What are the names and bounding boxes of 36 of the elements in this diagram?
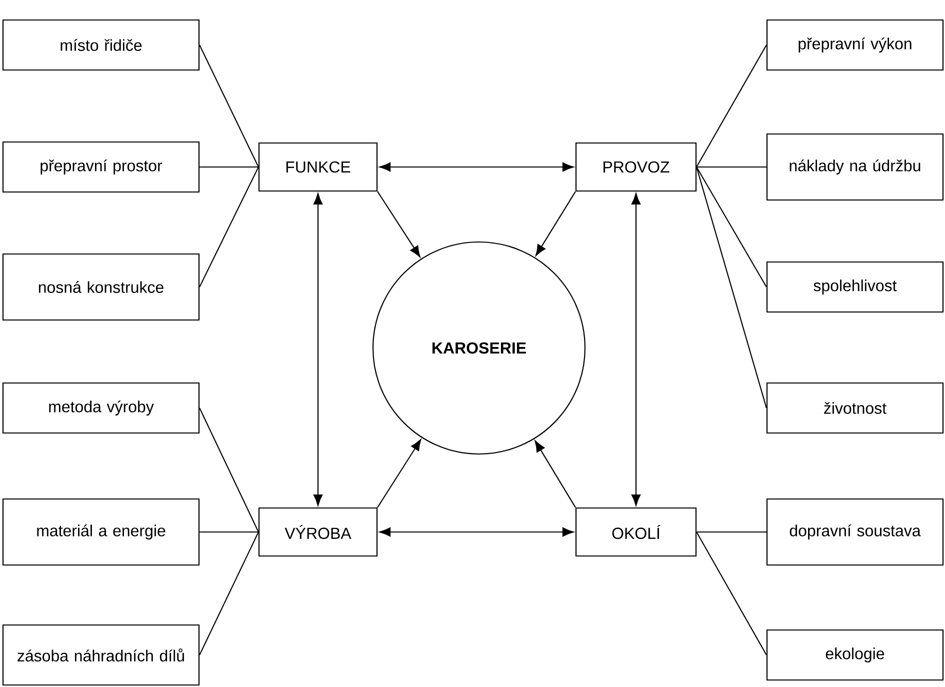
arrow [534,440,576,508]
factor-box: životnost [766,382,944,434]
factor-box: přepravní výkon [766,19,944,71]
aspect-box: FUNKCE [258,142,378,192]
double-arrow [631,193,641,506]
connector-line [696,44,767,168]
connector-line [696,166,767,288]
connector-line [200,531,258,533]
aspect-box: OKOLÍ [575,507,697,557]
connector-line [696,166,766,168]
connector-line [199,44,259,168]
factor-box: zásoba náhradních dílů [2,624,200,686]
arrow [377,439,422,508]
arrow [536,191,576,256]
connector-line [199,408,259,532]
factor-box: ekologie [766,629,944,681]
factor-box: místo řidiče [2,19,200,71]
connector-line [199,532,259,656]
connector-line [199,166,259,288]
aspect-box: PROVOZ [575,142,697,192]
double-arrow [379,527,574,537]
arrow [377,191,420,258]
double-arrow [379,162,574,172]
connector-line [696,532,767,656]
factor-box: spolehlivost [766,261,944,313]
factor-box: metoda výroby [2,382,200,434]
connector-line [200,166,258,168]
aspect-box: VÝROBA [258,507,378,557]
factor-box: náklady na údržbu [766,133,944,201]
factor-box: přepravní prostor [2,141,200,193]
factor-box: nosná konstrukce [2,253,200,321]
double-arrow [313,193,323,506]
connector-line [696,166,767,408]
connector-line [696,531,766,533]
factor-box: materiál a energie [2,498,200,566]
factor-box: dopravní soustava [766,498,944,566]
